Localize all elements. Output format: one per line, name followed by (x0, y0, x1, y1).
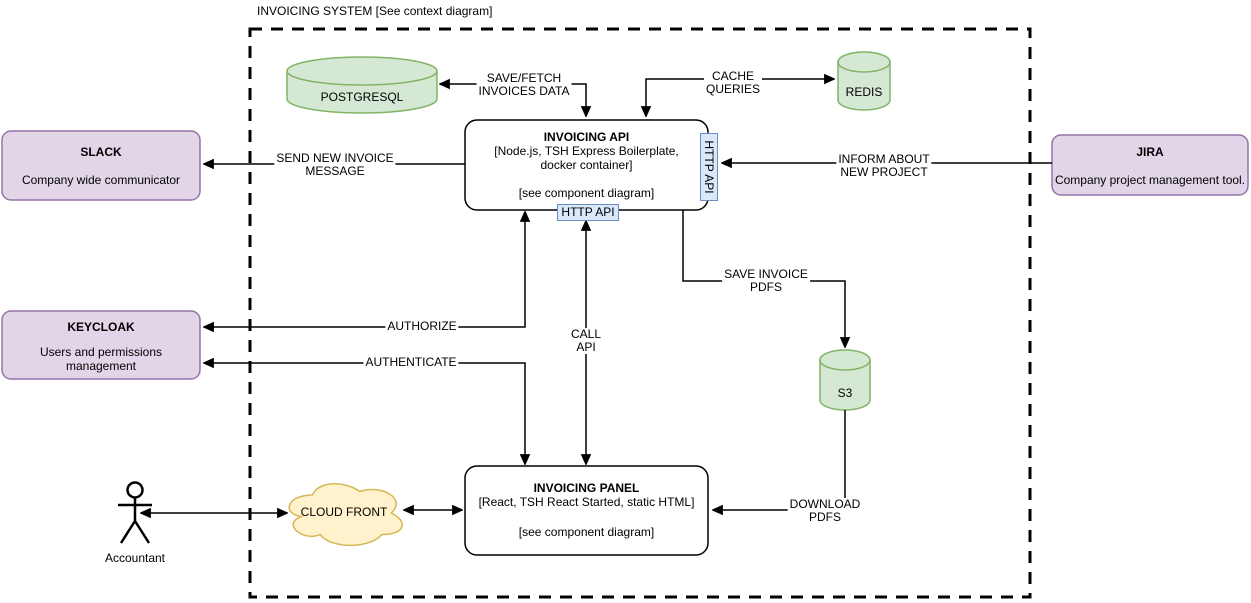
redis-label: REDIS (845, 85, 883, 99)
edge-label-cache-queries: CACHE QUERIES (703, 69, 763, 96)
diagram-title: INVOICING SYSTEM [See context diagram] (257, 4, 493, 18)
invoicing-panel-box (464, 465, 709, 556)
postgresql-label: POSTGRESQL (320, 90, 404, 104)
edge-authenticate (204, 363, 525, 464)
keycloak-subtitle: Users and permissions management (39, 345, 163, 373)
jira-subtitle: Company project management tool. (1054, 173, 1246, 187)
accountant-label: Accountant (104, 551, 166, 565)
edge-label-save-invoice-pdfs: SAVE INVOICE PDFS (722, 267, 810, 294)
slack-subtitle: Company wide communicator (21, 173, 181, 187)
edge-label-authenticate: AUTHENTICATE (363, 355, 459, 369)
postgresql-cylinder-lip (286, 70, 438, 86)
accountant-head (126, 481, 144, 499)
invoicing-panel-note: [see component diagram] (518, 525, 655, 539)
edge-label-inform-new-project: INFORM ABOUT NEW PROJECT (836, 152, 932, 179)
jira-title: JIRA (1136, 145, 1164, 159)
invoicing-api-subtitle: [Node.js, TSH Express Boilerplate, docke… (494, 144, 679, 172)
cloudfront-label: CLOUD FRONT (300, 505, 388, 519)
invoicing-api-note: [see component diagram] (518, 186, 655, 200)
slack-title: SLACK (80, 145, 122, 159)
keycloak-box (1, 310, 201, 380)
edge-label-save-fetch: SAVE/FETCH INVOICES DATA (476, 71, 572, 98)
edge-cache-queries (646, 79, 834, 116)
edge-label-call-api: CALL API (568, 327, 604, 354)
s3-label: S3 (837, 386, 853, 400)
system-boundary (248, 27, 1032, 599)
slack-box (1, 130, 201, 201)
redis-cylinder (837, 51, 891, 111)
edge-download-pdfs (713, 410, 846, 510)
http-api-port-bottom: HTTP API (557, 204, 619, 221)
edge-label-download-pdfs: DOWNLOAD PDFS (787, 497, 863, 524)
invoicing-panel-subtitle: [React, TSH React Started, static HTML] (478, 495, 695, 509)
edge-label-send-new-invoice: SEND NEW INVOICE MESSAGE (274, 151, 396, 178)
invoicing-panel-title: INVOICING PANEL (533, 481, 640, 495)
accountant-body (118, 497, 152, 544)
http-api-port-right: HTTP API (700, 133, 718, 201)
invoicing-api-title: INVOICING API (543, 130, 630, 144)
redis-cylinder-lip (837, 61, 891, 73)
keycloak-title: KEYCLOAK (67, 320, 135, 334)
jira-box (1051, 134, 1249, 196)
edge-label-authorize: AUTHORIZE (385, 319, 459, 333)
s3-cylinder (819, 349, 871, 411)
s3-cylinder-lip (819, 359, 871, 371)
accountant-actor (118, 481, 152, 544)
cloudfront-cloud (288, 483, 403, 547)
edge-authorize (204, 212, 525, 327)
